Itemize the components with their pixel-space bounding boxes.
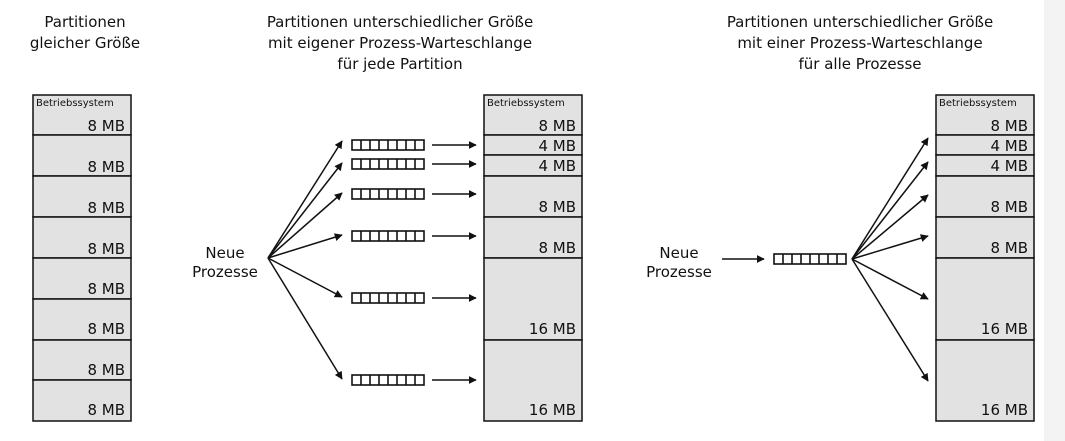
arrow-icon bbox=[851, 194, 929, 260]
arrow-icon bbox=[851, 234, 929, 260]
partition-label: 4 MB bbox=[538, 157, 576, 175]
new-processes-label: Neue bbox=[205, 244, 244, 262]
partition-cell bbox=[32, 298, 132, 341]
partition-cell bbox=[32, 216, 132, 259]
partition-cell bbox=[483, 175, 583, 218]
queue-icon bbox=[773, 253, 847, 265]
partition-label: 8 MB bbox=[87, 199, 125, 217]
arrow-icon bbox=[851, 258, 929, 300]
fan-arrows-single-queue bbox=[851, 137, 929, 382]
arrow-icon bbox=[267, 140, 343, 259]
partition-cell bbox=[483, 339, 583, 422]
partition-label: 8 MB bbox=[87, 158, 125, 176]
partition-cell bbox=[32, 134, 132, 177]
arrow-icon bbox=[267, 257, 343, 380]
partition-label: 8 MB bbox=[87, 280, 125, 298]
panel2-title-line1: Partitionen unterschiedlicher Größe bbox=[267, 13, 533, 31]
arrow-icon bbox=[267, 162, 343, 259]
partition-label: 8 MB bbox=[990, 117, 1028, 135]
partition-label: 8 MB bbox=[538, 117, 576, 135]
partition-label: 8 MB bbox=[87, 320, 125, 338]
queue-icon bbox=[351, 158, 425, 170]
partition-label: 8 MB bbox=[990, 198, 1028, 216]
panel2-title-line2: mit eigener Prozess-Warteschlange bbox=[268, 34, 532, 52]
queue-icon bbox=[351, 230, 425, 242]
arrow-icon bbox=[851, 161, 929, 260]
arrow-icon bbox=[851, 137, 929, 260]
memory-column-multi-queue: Betriebssystem 8 MB 4 MB 4 MB 8 MB 8 MB … bbox=[483, 94, 583, 422]
partition-cell bbox=[483, 257, 583, 341]
fan-arrows-multi-queue bbox=[267, 140, 343, 380]
partition-cell bbox=[935, 257, 1035, 341]
partition-label: 8 MB bbox=[87, 117, 125, 135]
new-processes-label: Neue bbox=[659, 244, 698, 262]
partition-cell bbox=[935, 175, 1035, 218]
memory-column-single-queue: Betriebssystem 8 MB 4 MB 4 MB 8 MB 8 MB … bbox=[935, 94, 1035, 422]
partition-cell bbox=[32, 379, 132, 422]
panel3-title-line3: für alle Prozesse bbox=[798, 55, 921, 73]
panel2-title-line3: für jede Partition bbox=[337, 55, 462, 73]
partition-label: 4 MB bbox=[538, 137, 576, 155]
arrow-icon bbox=[267, 192, 343, 259]
panel3-title-line1: Partitionen unterschiedlicher Größe bbox=[727, 13, 993, 31]
partition-cell bbox=[935, 216, 1035, 259]
panel1-title-line2: gleicher Größe bbox=[30, 34, 140, 52]
partition-label: 16 MB bbox=[981, 401, 1028, 419]
partition-label: 4 MB bbox=[990, 137, 1028, 155]
arrow-icon bbox=[851, 258, 929, 382]
partition-label: 8 MB bbox=[87, 240, 125, 258]
partition-label: 8 MB bbox=[538, 239, 576, 257]
partition-cell bbox=[935, 94, 1035, 136]
os-label: Betriebssystem bbox=[939, 98, 1017, 109]
partition-label: 16 MB bbox=[529, 401, 576, 419]
arrow-icon bbox=[267, 233, 343, 259]
partition-label: 16 MB bbox=[981, 320, 1028, 338]
partition-label: 4 MB bbox=[990, 157, 1028, 175]
partition-label: 16 MB bbox=[529, 320, 576, 338]
queue-icon bbox=[351, 292, 425, 304]
partition-label: 8 MB bbox=[538, 198, 576, 216]
arrow-icon bbox=[267, 257, 343, 298]
partition-cell bbox=[32, 94, 132, 136]
right-edge-strip bbox=[1044, 0, 1065, 441]
queues-multi bbox=[351, 139, 425, 386]
new-processes-label: Prozesse bbox=[646, 263, 712, 281]
panel3-title-line2: mit einer Prozess-Warteschlange bbox=[737, 34, 982, 52]
queue-icon bbox=[351, 139, 425, 151]
queue-to-partition-arrows bbox=[432, 141, 477, 384]
partition-label: 8 MB bbox=[990, 239, 1028, 257]
memory-column-equal: Betriebssystem 8 MB 8 MB 8 MB 8 MB 8 MB … bbox=[32, 94, 132, 422]
panel1-title-line1: Partitionen bbox=[44, 13, 125, 31]
new-processes-label: Prozesse bbox=[192, 263, 258, 281]
os-label: Betriebssystem bbox=[487, 98, 565, 109]
queue-icon bbox=[351, 374, 425, 386]
partition-cell bbox=[935, 339, 1035, 422]
queue-icon bbox=[351, 188, 425, 200]
partition-label: 8 MB bbox=[87, 361, 125, 379]
partition-label: 8 MB bbox=[87, 401, 125, 419]
os-label: Betriebssystem bbox=[36, 98, 114, 109]
